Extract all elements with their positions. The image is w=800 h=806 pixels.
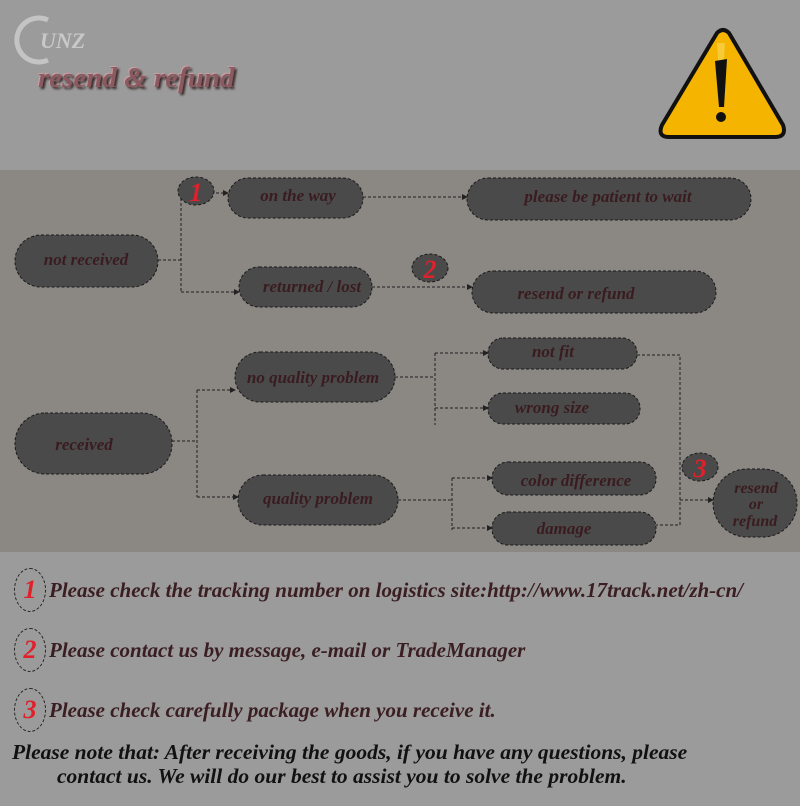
label-quality: quality problem: [263, 489, 373, 508]
label-received: received: [55, 435, 113, 454]
final-note: Please note that: After receiving the go…: [12, 740, 687, 788]
label-final-2: or: [749, 496, 764, 513]
final-note-line-1: Please note that: After receiving the go…: [12, 740, 688, 764]
label-resend-refund: resend or refund: [517, 284, 635, 303]
label-not-fit: not fit: [532, 342, 575, 361]
note-number: 3: [14, 688, 46, 732]
node-no-quality: [234, 351, 396, 403]
badge-2: [411, 253, 449, 283]
label-patient: please be patient to wait: [522, 187, 692, 206]
node-quality: [237, 474, 399, 526]
page-title: resend & refund: [38, 62, 235, 94]
sunz-logo: UNZ: [14, 15, 85, 65]
node-returned-lost: [238, 266, 373, 308]
note-number: 1: [14, 568, 46, 612]
node-received: [14, 412, 173, 475]
node-not-fit: [487, 337, 638, 370]
svg-text:UNZ: UNZ: [40, 28, 85, 53]
note-number: 2: [14, 628, 46, 672]
node-patient: [466, 177, 752, 221]
node-color-diff: [491, 461, 657, 496]
note-text: Please contact us by message, e-mail or …: [49, 637, 526, 662]
node-not-received: [14, 234, 159, 288]
label-color-diff: color difference: [521, 471, 632, 490]
label-final-1: resend: [734, 480, 779, 497]
node-damage: [491, 511, 657, 546]
label-on-the-way: on the way: [260, 186, 336, 205]
warning-icon: [658, 28, 786, 139]
final-note-line-2: contact us. We will do our best to assis…: [57, 764, 627, 788]
node-on-the-way: [227, 177, 364, 219]
node-wrong-size: [487, 392, 641, 425]
badge-1: [177, 176, 215, 206]
flow-diagram: not received on the way please be patien…: [0, 170, 800, 552]
label-no-quality: no quality problem: [247, 368, 379, 387]
badge-2-number: 2: [423, 255, 437, 284]
note-text: Please check carefully package when you …: [49, 697, 496, 722]
badge-3: [681, 452, 719, 482]
node-resend-refund: [471, 270, 717, 314]
badge-1-number: 1: [190, 178, 203, 207]
note-text: Please check the tracking number on logi…: [49, 577, 743, 602]
node-final: [712, 468, 798, 538]
badge-3-number: 3: [693, 454, 707, 483]
label-returned-lost: returned / lost: [263, 277, 363, 296]
label-final-3: refund: [733, 513, 778, 530]
label-wrong-size: wrong size: [515, 398, 590, 417]
label-damage: damage: [537, 519, 592, 538]
label-not-received: not received: [44, 250, 129, 269]
